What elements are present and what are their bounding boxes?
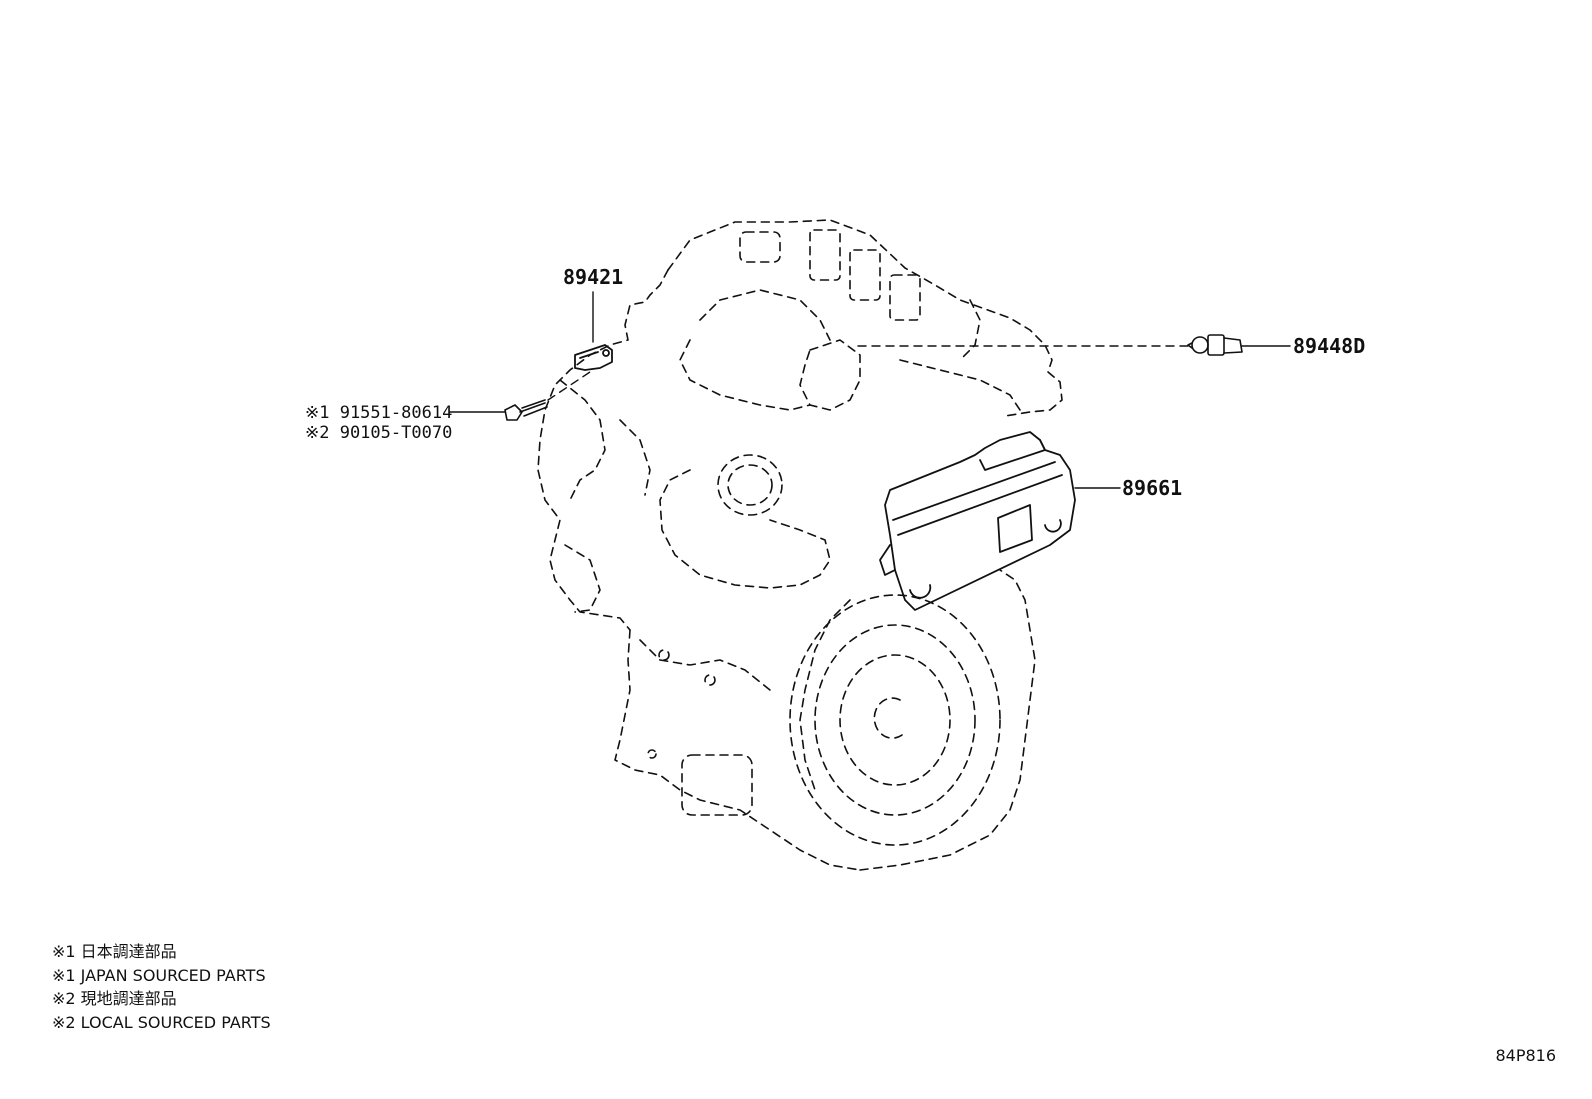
crank-position-sensor[interactable] — [574, 344, 613, 371]
install-line-bolt — [547, 371, 591, 401]
callout-89448d[interactable]: 89448D — [1293, 334, 1365, 358]
diagram-code: 84P816 — [1495, 1046, 1556, 1065]
callout-bolt-japan[interactable]: ※1 91551-80614 — [305, 403, 452, 423]
ecu-unit[interactable] — [879, 431, 1076, 611]
leader-lines — [449, 291, 1291, 489]
bolt[interactable] — [504, 399, 548, 421]
knock-sensor[interactable] — [1187, 334, 1243, 356]
callout-89661[interactable]: 89661 — [1122, 476, 1182, 500]
callout-89421[interactable]: 89421 — [563, 265, 623, 289]
legend: ※1 日本調達部品 ※1 JAPAN SOURCED PARTS ※2 現地調達… — [52, 940, 271, 1034]
engine-outline — [537, 219, 1063, 871]
legend-line: ※1 JAPAN SOURCED PARTS — [52, 965, 266, 985]
callout-bolt-local[interactable]: ※2 90105-T0070 — [305, 423, 452, 443]
legend-line: ※2 現地調達部品 — [52, 989, 177, 1008]
legend-line: ※1 日本調達部品 — [52, 942, 177, 961]
legend-line: ※2 LOCAL SOURCED PARTS — [52, 1012, 271, 1032]
